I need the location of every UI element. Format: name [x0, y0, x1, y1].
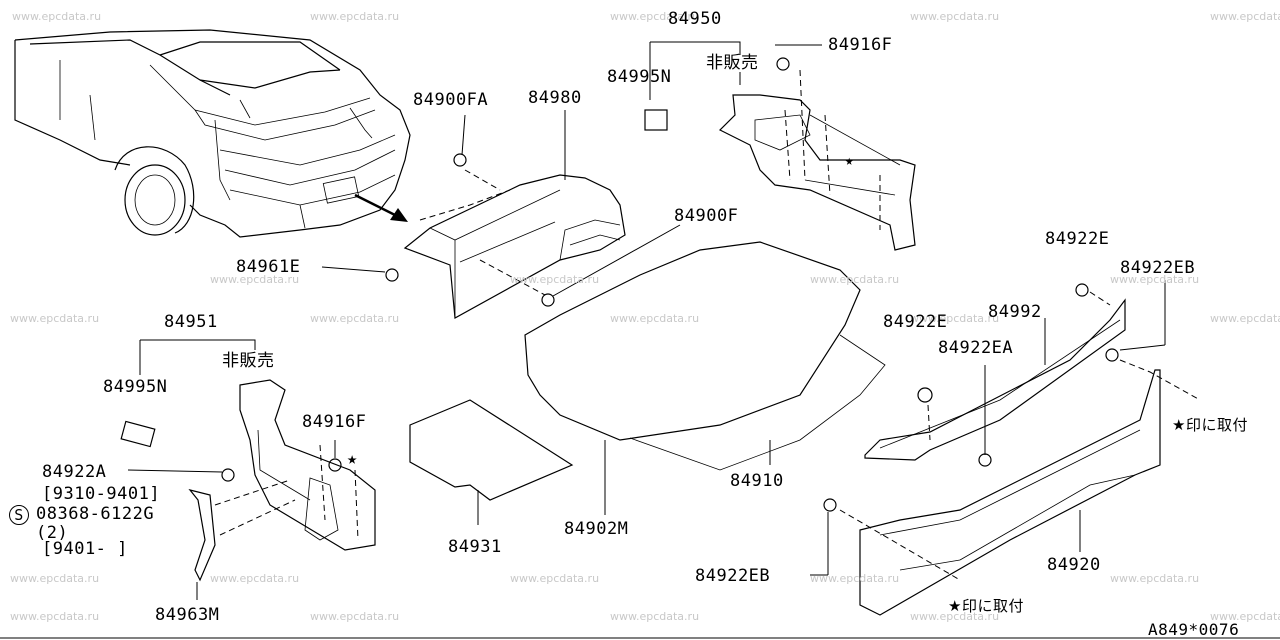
- not-sold-note-top: 非販売: [706, 53, 759, 73]
- part-label-84916f-left: 84916F: [302, 412, 367, 432]
- watermark: www.epcdata.ru: [610, 610, 700, 623]
- watermark: www.epcdata.ru: [910, 10, 1000, 23]
- watermark: www.epcdata.ru: [10, 572, 100, 585]
- part-label-84916f-top: 84916F: [828, 35, 893, 55]
- part-label-84922e-top: 84922E: [1045, 229, 1110, 249]
- watermark: www.epcdata.ru: [1210, 610, 1280, 623]
- screw-symbol: S: [9, 505, 29, 525]
- part-label-84922a: 84922A: [42, 462, 107, 482]
- not-sold-note-left: 非販売: [222, 351, 275, 371]
- part-label-84900f: 84900F: [674, 206, 739, 226]
- watermark: www.epcdata.ru: [1110, 572, 1200, 585]
- part-label-84922eb-bottom: 84922EB: [695, 566, 771, 586]
- date-range-2: [9401- ]: [42, 539, 128, 559]
- quantity-label: (2): [36, 523, 69, 543]
- watermark: www.epcdata.ru: [910, 312, 1000, 325]
- watermark: www.epcdata.ru: [910, 610, 1000, 623]
- direction-arrow: [354, 193, 408, 222]
- part-label-84961e: 84961E: [236, 257, 301, 277]
- watermark: www.epcdata.ru: [810, 273, 900, 286]
- watermark: www.epcdata.ru: [1210, 312, 1280, 325]
- star-mark: ★: [347, 449, 358, 469]
- car-illustration: [14, 29, 411, 238]
- trunk-sub-mat: [409, 399, 574, 501]
- part-label-84963m: 84963M: [155, 605, 220, 625]
- part-label-84902m: 84902M: [564, 519, 629, 539]
- watermark: www.epcdata.ru: [12, 10, 102, 23]
- rear-parcel-shelf: [403, 169, 626, 319]
- rh-trunk-side-trim: [718, 69, 916, 251]
- trunk-floor-mat: [524, 241, 886, 471]
- date-range-1: [9310-9401]: [42, 484, 161, 504]
- watermark: www.epcdata.ru: [1110, 273, 1200, 286]
- part-label-84951: 84951: [164, 312, 218, 332]
- part-label-84980: 84980: [528, 88, 582, 108]
- watermark: www.epcdata.ru: [610, 10, 700, 23]
- part-label-84931: 84931: [448, 537, 502, 557]
- watermark: www.epcdata.ru: [210, 273, 300, 286]
- part-label-84920: 84920: [1047, 555, 1101, 575]
- watermark: www.epcdata.ru: [610, 312, 700, 325]
- lh-trunk-side-trim: [239, 379, 376, 551]
- watermark: www.epcdata.ru: [310, 312, 400, 325]
- trunk-rear-trim-panel: [839, 359, 1201, 616]
- star-mount-note-right: ★印に取付: [1172, 416, 1248, 434]
- part-label-84992: 84992: [988, 302, 1042, 322]
- watermark: www.epcdata.ru: [10, 312, 100, 325]
- star-mount-note-bottom: ★印に取付: [948, 597, 1024, 615]
- part-label-84922e-mid: 84922E: [883, 312, 948, 332]
- watermark: www.epcdata.ru: [510, 572, 600, 585]
- part-label-84922eb-top: 84922EB: [1120, 258, 1196, 278]
- watermark: www.epcdata.ru: [1210, 10, 1280, 23]
- part-label-08368-6122g: 08368-6122G: [36, 504, 155, 524]
- watermark: www.epcdata.ru: [10, 610, 100, 623]
- part-label-84922ea: 84922EA: [938, 338, 1014, 358]
- part-label-84900fa: 84900FA: [413, 90, 489, 110]
- part-label-84950: 84950: [668, 9, 722, 29]
- star-mark: ★: [845, 153, 854, 169]
- part-label-84910: 84910: [730, 471, 784, 491]
- watermark: www.epcdata.ru: [310, 610, 400, 623]
- watermark: www.epcdata.ru: [510, 273, 600, 286]
- watermark: www.epcdata.ru: [310, 10, 400, 23]
- part-label-84995n-top: 84995N: [607, 67, 672, 87]
- watermark: www.epcdata.ru: [210, 572, 300, 585]
- part-label-84995n-left: 84995N: [103, 377, 168, 397]
- rear-finisher-strip: [864, 298, 1126, 461]
- figure-code: A849*0076: [1148, 620, 1240, 639]
- watermark: www.epcdata.ru: [810, 572, 900, 585]
